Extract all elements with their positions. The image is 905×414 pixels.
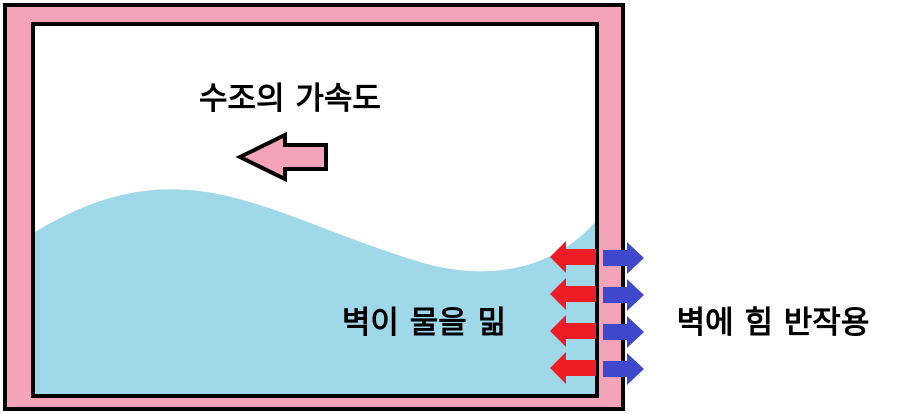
reaction-arrow-1 [603,242,644,274]
wall-pushes-water-label: 벽이 물을 밂 [342,305,506,341]
wall-force-arrow-4 [550,352,596,384]
wall-force-arrow-1 [550,241,596,273]
wall-on-water-arrows [550,241,596,384]
reaction-on-wall-label: 벽에 힘 반작용 [677,305,870,341]
reaction-arrow-3 [603,316,644,348]
reaction-arrow-2 [603,279,644,311]
tank-acceleration-label: 수조의 가속도 [199,81,381,117]
water-body [35,189,595,394]
tank-acceleration-arrow [235,131,328,183]
wall-force-arrow-2 [550,278,596,310]
reaction-arrow-4 [603,353,644,385]
wall-force-arrow-3 [550,315,596,347]
reaction-arrows [603,242,644,385]
